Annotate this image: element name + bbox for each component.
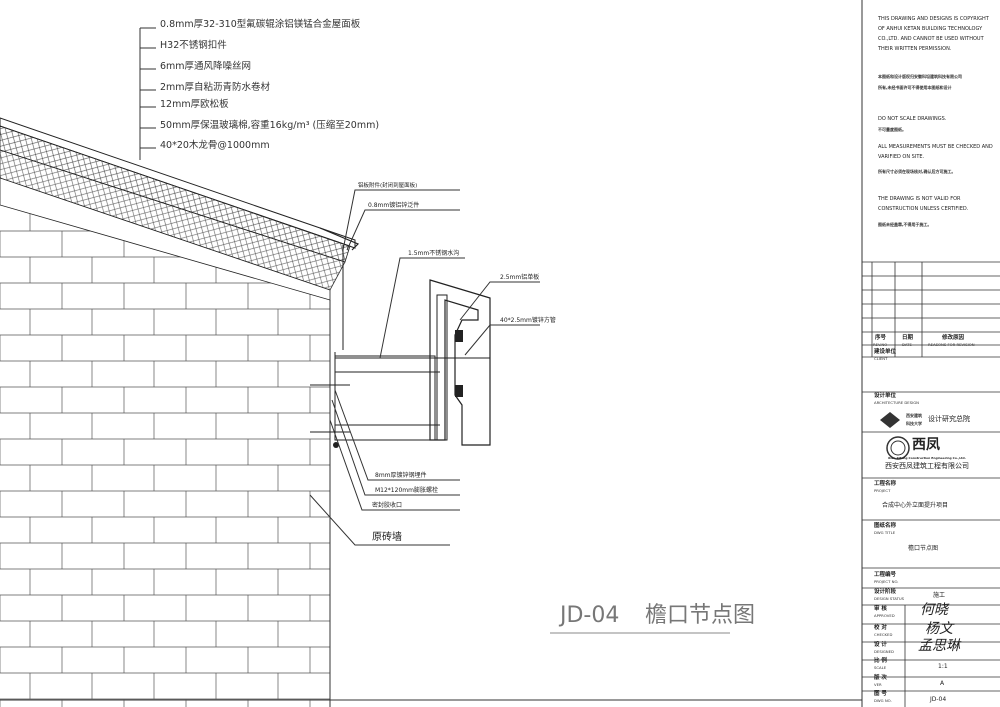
dwg-title-label-en: DWG TITLE [874,530,896,535]
note-steel-tube: 40*2.5mm镀锌方管 [500,317,556,324]
date-label-en: DATE [902,342,912,347]
designed-label: 设 计 [874,642,887,648]
scale-note-cn: 不可量度图纸。 [878,127,906,132]
note-sealant: 密封胶收口 [372,502,403,509]
drawing-title-code: JD-04 [560,603,620,628]
ver-label-en: VER [874,682,882,687]
note-clip: H32不锈钢扣件 [160,40,227,51]
measure-note: VARIFIED ON SITE. [878,154,925,160]
roof-osb [0,177,331,301]
university-name: 科技大学 [906,421,922,426]
dwg-no-value: JD-04 [930,696,947,703]
valid-note: CONSTRUCTION UNLESS CERTIFIED. [878,206,969,212]
status-value: 施工 [933,592,946,599]
client-label-en: CLIENT [874,356,888,361]
checked-label: 校 对 [874,625,887,631]
company-logo [886,436,910,460]
copyright-line: OF ANHUI KETAN BUILDING TECHNOLOGY [878,26,983,32]
dwg-title-label: 图纸名称 [874,523,897,529]
checked-signature: 杨文 [925,621,953,637]
valid-note-cn: 图纸未经盖章,不得用于施工。 [878,222,932,227]
approved-label: 审 核 [874,606,887,612]
designed-signature: 孟思琳 [918,638,960,654]
university-name: 西安建筑 [906,413,922,418]
checked-label-en: CHECKED [874,632,893,637]
scale-label: 比 例 [874,658,887,664]
note-mesh: 6mm厚通风降噪丝网 [160,61,252,72]
note-embed-plate: 8mm厚镀锌钢埋件 [375,472,427,479]
university-logo [880,412,900,428]
project-label: 工程名称 [874,481,897,487]
arch-design-label-en: ARCHITECTURE DESIGN [874,400,920,405]
note-flashing: 0.8mm镀铝锌泛件 [368,202,420,209]
note-insulation: 50mm厚保温玻璃棉,容重16kg/m³ (压缩至20mm) [160,120,380,131]
project-name: 合成中心外立面提升项目 [882,502,949,509]
scale-label-en: SCALE [874,665,887,670]
reason-label-en: REASONS FOR REVISION [928,342,975,347]
institute-name: 设计研究总院 [928,415,970,423]
measure-note: ALL MEASUREMENTS MUST BE CHECKED AND [878,144,993,150]
approved-label-en: APPROVED [874,613,895,618]
dwg-title-value: 檐口节点图 [908,545,939,552]
note-osb: 12mm厚欧松板 [160,99,229,110]
dwg-no-label: 图 号 [874,691,887,697]
approved-signature: 何晓 [920,602,948,618]
project-label-en: PROJECT [874,488,891,493]
company-logo-text: 西凤 [912,437,940,453]
scale-value: 1:1 [938,663,948,670]
note-anchor-bolt: M12*120mm膨胀螺栓 [375,487,438,494]
note-gutter-trim: 铝板附件(封闭到屋面板) [358,183,418,189]
note-waterproof: 2mm厚自粘沥青防水卷材 [160,82,271,93]
measure-note-cn: 所有尺寸必须在现场核对,确认后方可施工。 [878,169,956,174]
date-label: 日期 [902,335,914,341]
note-aluminum-panel: 2.5mm铝单板 [500,274,540,281]
copyright-line: CO.,LTD. AND CANNOT BE USED WITHOUT [878,36,984,42]
status-label-en: DESIGN STATUS [874,596,905,601]
project-no-label: 工程编号 [874,572,897,578]
drawing-title-name: 檐口节点图 [645,603,756,628]
company-name: 西安西凤建筑工程有限公司 [885,462,969,470]
copyright-cn: 所有,未经书面许可不得使用本图纸和设计 [878,85,952,90]
arch-design-label: 设计单位 [874,393,897,399]
valid-note: THE DRAWING IS NOT VALID FOR [878,196,961,202]
company-name-en: Xian Xifeng Construction Engineering Co.… [888,456,966,460]
designed-label-en: DESIGNED [874,649,894,654]
scale-note: DO NOT SCALE DRAWINGS. [878,116,947,122]
copyright-line: THEIR WRITTEN PERMISSION. [878,46,952,52]
roof-panel [0,117,356,249]
note-existing-wall: 原砖墙 [372,532,402,543]
note-timber: 40*20木龙骨@1000mm [160,140,270,151]
rev-no-label-en: REV.NO [873,342,888,347]
rev-no-label: 序号 [875,335,887,341]
note-roof-panel: 0.8mm厚32-310型氟碳辊涂铝镁锰合金屋面板 [160,19,361,30]
copyright-cn: 本图纸和设计版权归安徽科坦建筑科技有限公司 [878,74,962,79]
reason-label: 修改原因 [942,335,965,341]
note-gutter: 1.5mm不锈钢水沟 [408,250,460,257]
dwg-no-label-en: DWG NO. [874,698,892,703]
copyright-line: THIS DRAWING AND DESIGNS IS COPYRIGHT [878,16,989,22]
project-no-label-en: PROJECT NO. [874,579,899,584]
ver-label: 版 次 [874,675,887,681]
aluminum-panel-profile [429,279,491,446]
status-label: 设计阶段 [874,589,897,595]
client-label: 建设单位 [874,349,897,355]
ver-value: A [940,680,945,687]
